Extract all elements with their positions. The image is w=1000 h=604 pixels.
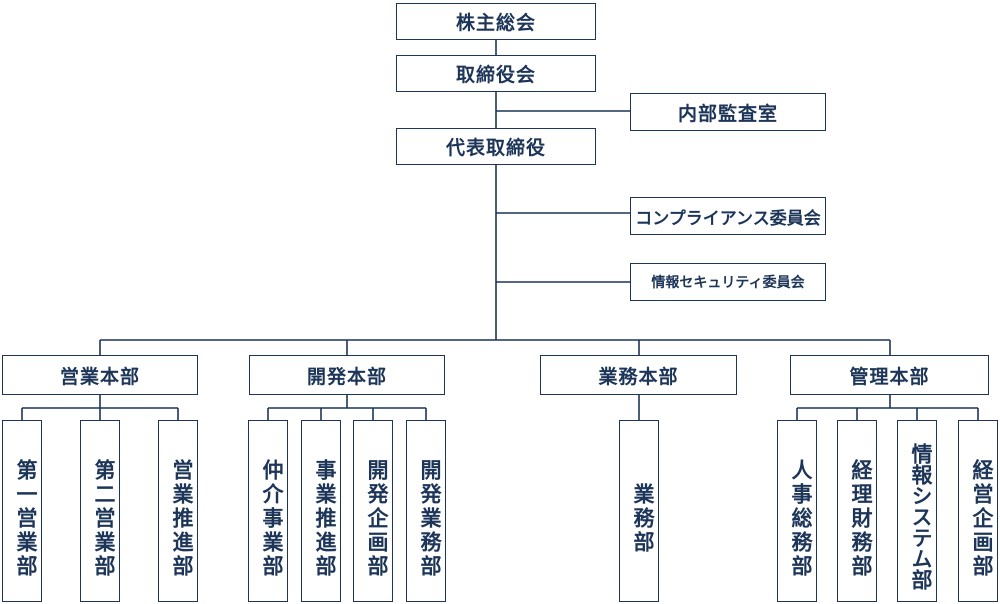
dept-hr-general-affairs: 人事総務部 xyxy=(777,420,817,602)
dept-brokerage: 仲介事業部 xyxy=(248,420,288,602)
administration-division-box: 管理本部 xyxy=(790,355,989,395)
board-of-directors-box: 取締役会 xyxy=(396,55,596,92)
dept-corporate-planning: 経営企画部 xyxy=(958,420,998,602)
dept-information-systems: 情報システム部 xyxy=(897,420,937,602)
dept-sales-promotion: 営業推進部 xyxy=(158,420,198,602)
sales-division-box: 営業本部 xyxy=(2,355,198,395)
infosec-committee-box: 情報セキュリティ委員会 xyxy=(630,263,826,301)
dept-development-operations: 開発業務部 xyxy=(406,420,446,602)
internal-audit-box: 内部監査室 xyxy=(630,93,826,131)
development-division-box: 開発本部 xyxy=(249,355,445,395)
operations-division-box: 業務本部 xyxy=(540,355,737,395)
compliance-committee-box: コンプライアンス委員会 xyxy=(630,197,826,235)
dept-second-sales: 第二営業部 xyxy=(80,420,120,602)
ceo-box: 代表取締役 xyxy=(396,128,596,165)
dept-accounting-finance: 経理財務部 xyxy=(837,420,877,602)
shareholders-meeting-box: 株主総会 xyxy=(396,3,596,40)
dept-operations: 業務部 xyxy=(619,420,659,602)
dept-business-promotion: 事業推進部 xyxy=(301,420,341,602)
dept-development-planning: 開発企画部 xyxy=(353,420,393,602)
dept-first-sales: 第一営業部 xyxy=(2,420,42,602)
